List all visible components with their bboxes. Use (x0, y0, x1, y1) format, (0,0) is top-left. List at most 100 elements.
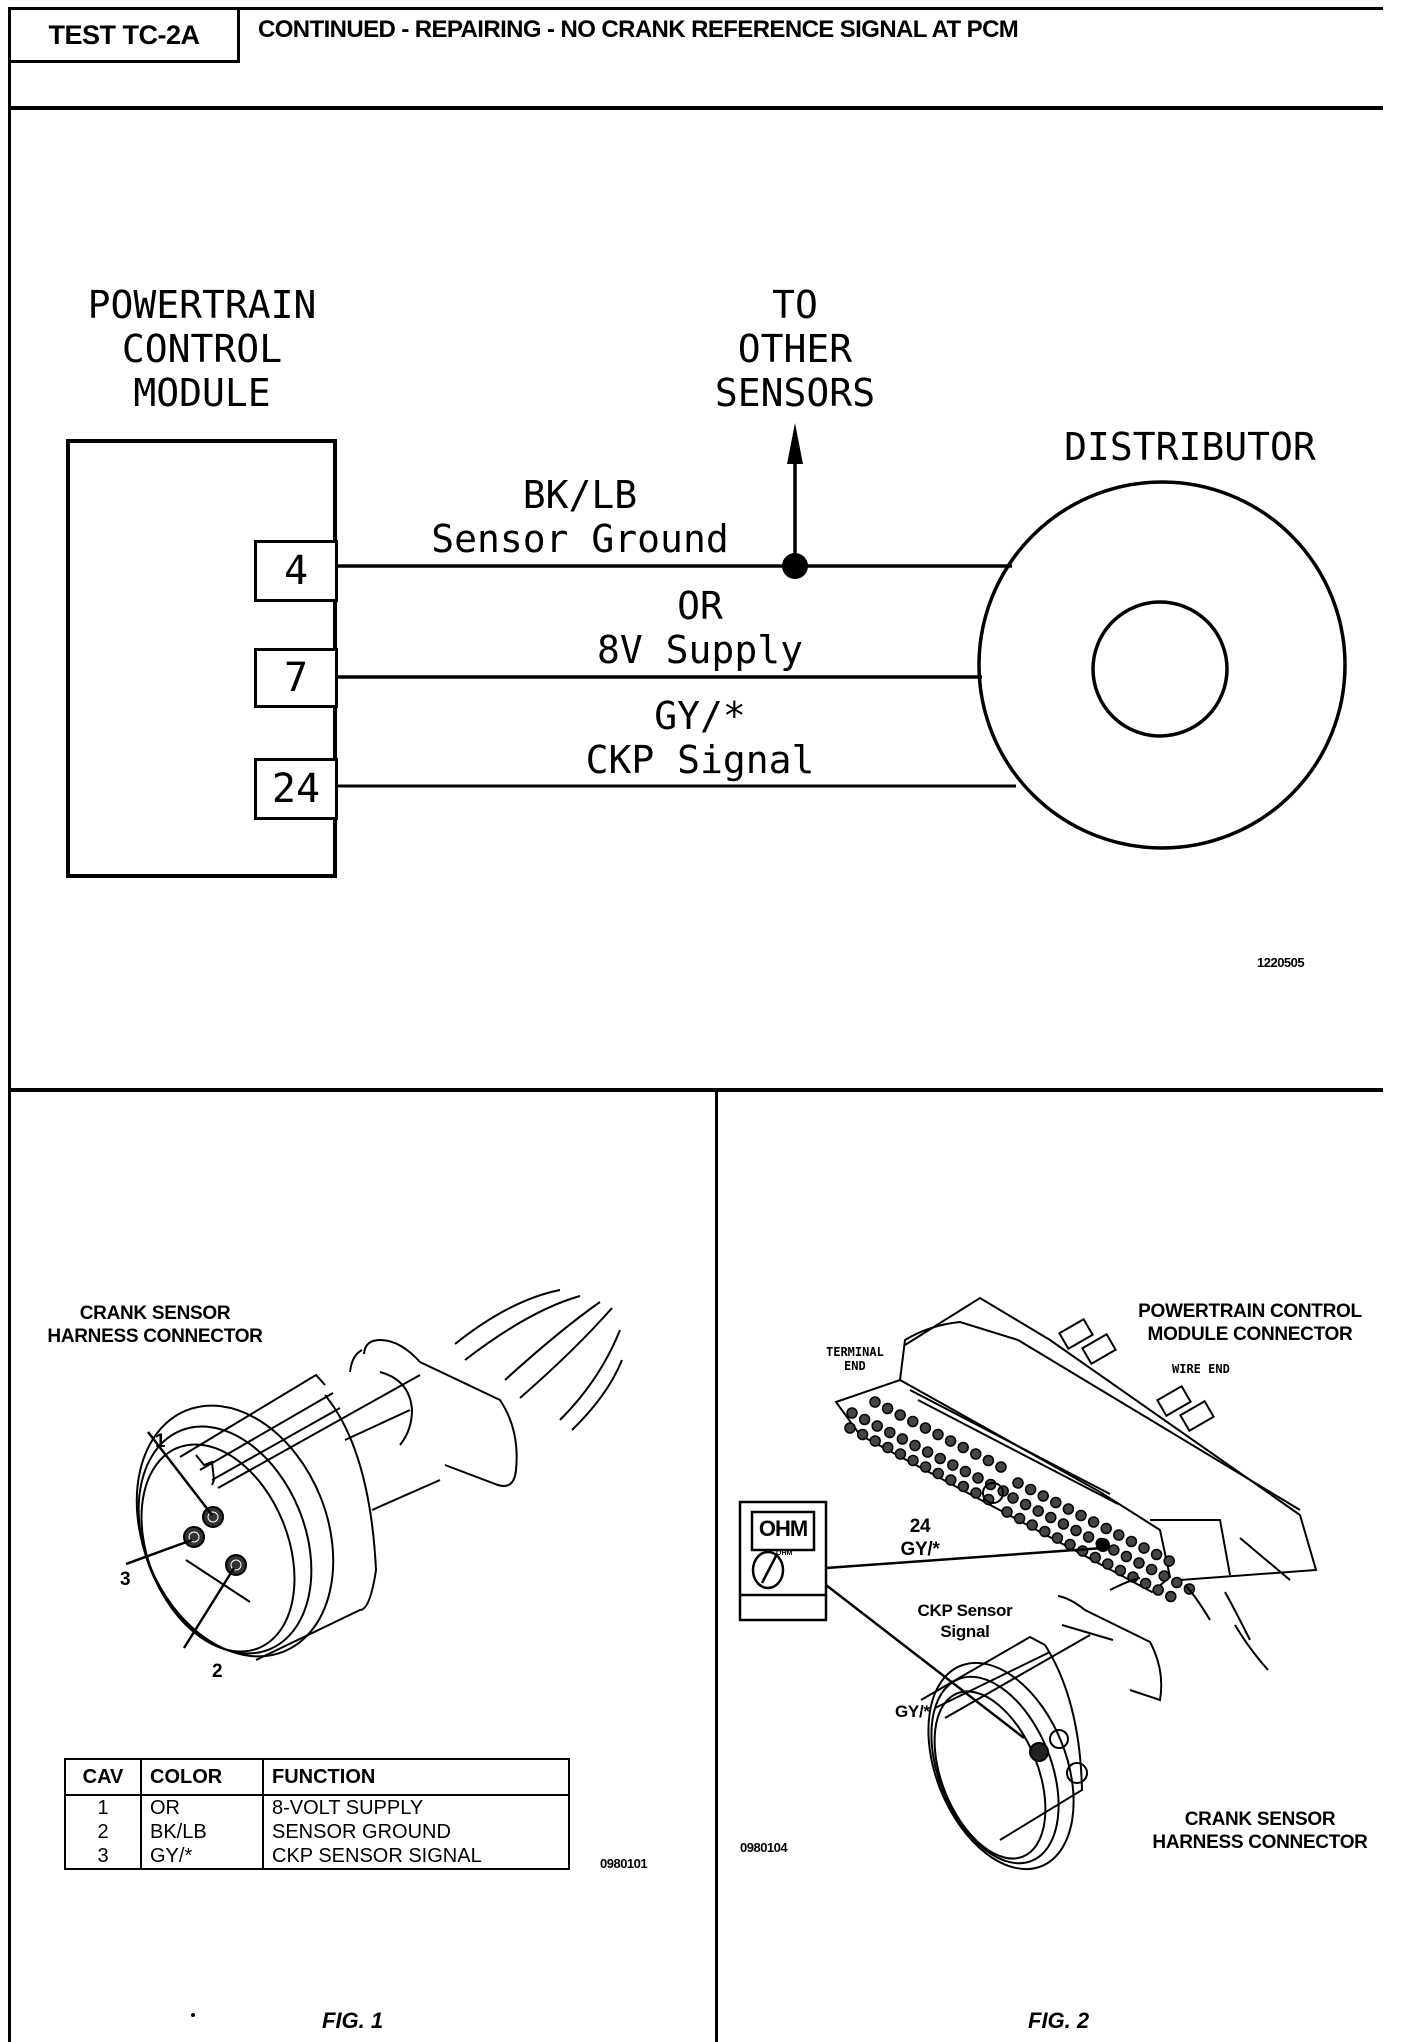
pcm-connector-pin (1075, 1509, 1087, 1522)
fig2-center-hole (982, 1482, 1004, 1504)
fig2-figure-code: 0980104 (740, 1840, 788, 1855)
stray-mark (191, 2013, 195, 2017)
col-color: COLOR (140, 1759, 264, 1796)
pcm-connector-pin (1026, 1519, 1038, 1531)
callout-3: 3 (120, 1569, 131, 1590)
pcm-connector-pin (1001, 1506, 1013, 1518)
fig1-pin-1 (202, 1506, 224, 1528)
pcm-connector-pin (1062, 1503, 1075, 1515)
terminal-end-label: TERMINAL END (826, 1345, 884, 1373)
pcm-connector-pin (1076, 1545, 1089, 1557)
leader-3 (125, 1538, 193, 1566)
pcm-connector-pin (858, 1413, 871, 1426)
circuit-sensor-ground-label: BK/LB Sensor Ground (431, 473, 729, 561)
pcm-connector-pin (932, 1428, 944, 1441)
fig2-pin-label: 24 GY/* (900, 1516, 940, 1560)
pcm-connector-pin (982, 1454, 995, 1467)
meter-lead-sensor (825, 1584, 1025, 1739)
page-title: CONTINUED - REPAIRING - NO CRANK REFEREN… (258, 16, 1019, 43)
fig2-signal-label: CKP Sensor Signal (917, 1601, 1013, 1641)
pcm-connector-pin (984, 1478, 997, 1491)
table-header-row: CAV COLOR FUNCTION (64, 1759, 570, 1796)
pcm-connector-pin (1171, 1576, 1183, 1589)
fig1-pins (183, 1506, 247, 1576)
pcm-connector-pin (1125, 1535, 1138, 1548)
pcm-connector-pin (909, 1439, 921, 1452)
pcm-connector-pin (844, 1422, 856, 1434)
pcm-connector-pin (972, 1472, 984, 1484)
pin-24: 24 (254, 758, 338, 820)
pin-24-probe (1096, 1538, 1110, 1552)
fig1-pin-3 (183, 1526, 205, 1548)
pcm-connector-pin (1113, 1529, 1125, 1541)
pcm-connector-pin (869, 1435, 881, 1447)
pcm-connector-pin (970, 1448, 982, 1460)
pcm-connector-pin (1019, 1498, 1032, 1511)
pcm-connector-pin (871, 1420, 883, 1432)
leader-2 (182, 1567, 236, 1649)
circuit-8v-supply-label: OR 8V Supply (597, 584, 803, 672)
fig1-pin-2 (225, 1554, 247, 1576)
pcm-connector-pin (1152, 1584, 1164, 1596)
pcm-connector-pin (957, 1480, 970, 1493)
pin-4: 4 (254, 540, 338, 602)
pcm-connector-pin (947, 1459, 959, 1471)
test-id: TEST TC-2A (48, 19, 200, 50)
table-row: 1 OR 8-VOLT SUPPLY (64, 1795, 570, 1820)
leader-1 (147, 1431, 213, 1516)
pcm-connector-pin (995, 1461, 1007, 1473)
pcm-connector-pin (919, 1461, 932, 1473)
pcm-connector-pin (846, 1407, 858, 1419)
pcm-connector-pin (896, 1433, 909, 1445)
fig1-caption: FIG. 1 (322, 2008, 384, 2033)
pcm-connector-pin (1089, 1551, 1101, 1564)
pcm-connector-pin (1051, 1532, 1064, 1544)
fig2-crank-connector-drawing (920, 1577, 1269, 1871)
pcm-connector-pin (907, 1415, 919, 1428)
pcm-connector-pin (932, 1467, 944, 1480)
page-left-border (8, 7, 11, 2042)
pcm-connector-pin (1064, 1538, 1076, 1551)
figure-divider (715, 1090, 718, 2042)
pcm-connector-pin (1114, 1564, 1127, 1577)
fig2-caption: FIG. 2 (1028, 2008, 1090, 2033)
distributor-outer (977, 480, 1347, 850)
pcm-connector-pin (1165, 1590, 1177, 1603)
col-cav: CAV (64, 1759, 142, 1796)
header-divider (8, 106, 1383, 110)
fig2-pcm-pins (844, 1396, 1196, 1603)
pcm-connector-pin (1102, 1558, 1114, 1570)
pcm-connector-pin (1070, 1524, 1082, 1537)
pcm-label: POWERTRAIN CONTROL MODULE (87, 283, 317, 415)
ohmmeter (738, 1500, 828, 1622)
pcm-connector-pin (869, 1396, 881, 1408)
callout-1: 1 (155, 1431, 166, 1452)
pcm-connector-pin (1082, 1531, 1095, 1543)
callout-2: 2 (212, 1661, 223, 1682)
other-sensors-label: TO OTHER SENSORS (714, 283, 876, 415)
pcm-connector-pin (1120, 1550, 1133, 1563)
page-top-border (8, 7, 1383, 10)
pcm-connector-pin (1007, 1492, 1019, 1504)
pcm-connector-pin (944, 1435, 957, 1447)
wire-end-label: WIRE END (1172, 1362, 1230, 1376)
pcm-connector-pin (907, 1454, 919, 1467)
pcm-connector-pin (1100, 1522, 1112, 1535)
fig1-connector-drawing (135, 1289, 623, 1661)
fig2-pcm-connector-label: POWERTRAIN CONTROL MODULE CONNECTOR (1138, 1301, 1362, 1345)
fig2-crank-connector-label: CRANK SENSOR HARNESS CONNECTOR (1152, 1809, 1368, 1853)
pcm-connector-pin (884, 1426, 896, 1439)
arrow-up-icon (787, 423, 803, 464)
pcm-connector-pin (1108, 1544, 1120, 1556)
col-function: FUNCTION (262, 1759, 570, 1796)
pcm-connector-pin (1032, 1505, 1044, 1517)
fig1-title: CRANK SENSOR HARNESS CONNECTOR (47, 1303, 263, 1347)
cavity-table: CAV COLOR FUNCTION 1 OR 8-VOLT SUPPLY 2 … (64, 1758, 570, 1870)
pcm-connector-pin (1037, 1490, 1049, 1502)
meter-display: OHM (758, 1516, 808, 1541)
distributor-inner (1091, 600, 1229, 738)
meter-lead-pcm (825, 1546, 1104, 1570)
pcm-connector-pin (1039, 1525, 1051, 1538)
pin-7: 7 (254, 648, 338, 708)
